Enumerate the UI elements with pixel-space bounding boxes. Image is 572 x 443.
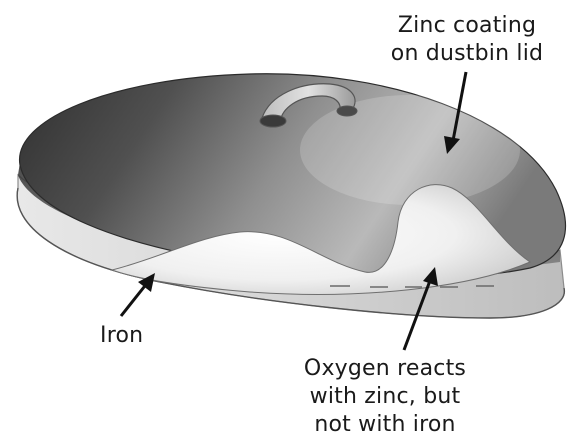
zinc-coating-label-line: Zinc coating	[372, 12, 562, 40]
oxygen-label-line: with zinc, but	[296, 383, 474, 411]
oxygen-label-line: Oxygen reacts	[296, 355, 474, 383]
oxygen-label-line: not with iron	[296, 411, 474, 439]
oxygen-reaction-label: Oxygen reacts with zinc, but not with ir…	[296, 355, 474, 439]
iron-arrow	[121, 273, 155, 316]
zinc-coating-label: Zinc coating on dustbin lid	[372, 12, 562, 68]
iron-label: Iron	[100, 322, 160, 350]
zinc-coating-label-line: on dustbin lid	[372, 40, 562, 68]
